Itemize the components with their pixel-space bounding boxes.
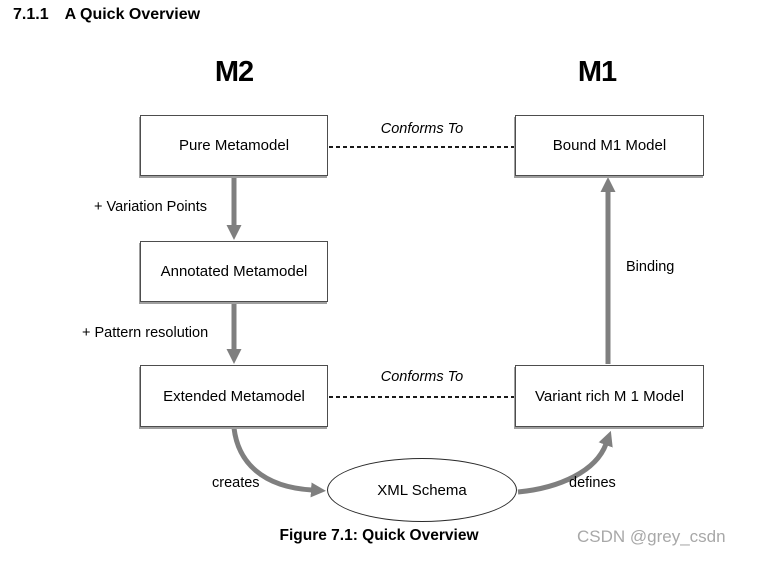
column-header-m1: M1 <box>577 56 617 88</box>
figure-caption: Figure 7.1: Quick Overview <box>279 527 479 544</box>
node-label: XML Schema <box>377 481 467 499</box>
node-label: Annotated Metamodel <box>160 263 308 280</box>
column-header-m2: M2 <box>214 56 254 88</box>
node-bound-m1-model: Bound M1 Model <box>515 115 704 176</box>
node-label: Extended Metamodel <box>163 387 305 405</box>
edge-label-conforms-to-bottom: Conforms To <box>380 369 464 385</box>
edge-label-defines: defines <box>569 475 616 491</box>
edge-label-creates: creates <box>212 475 260 491</box>
section-title: A Quick Overview <box>64 6 201 23</box>
node-pure-metamodel: Pure Metamodel <box>140 115 328 176</box>
node-xml-schema: XML Schema <box>327 458 517 522</box>
edge-label-pattern-resolution: + Pattern resolution <box>82 325 209 341</box>
node-label: Bound M1 Model <box>552 137 667 154</box>
node-label: Variant rich M 1 Model <box>535 387 684 405</box>
edge-label-conforms-to-top: Conforms To <box>380 121 464 137</box>
watermark: CSDN @grey_csdn <box>577 527 726 546</box>
section-number: 7.1.1 <box>13 6 49 23</box>
section-heading: 7.1.1 A Quick Overview <box>13 6 200 24</box>
node-extended-metamodel: Extended Metamodel <box>140 365 328 427</box>
node-variant-rich-m1-model: Variant rich M 1 Model <box>515 365 704 427</box>
edge-label-variation-points: + Variation Points <box>94 199 207 215</box>
node-annotated-metamodel: Annotated Metamodel <box>140 241 328 302</box>
node-label: Pure Metamodel <box>178 137 290 154</box>
edge-label-binding: Binding <box>626 259 675 275</box>
